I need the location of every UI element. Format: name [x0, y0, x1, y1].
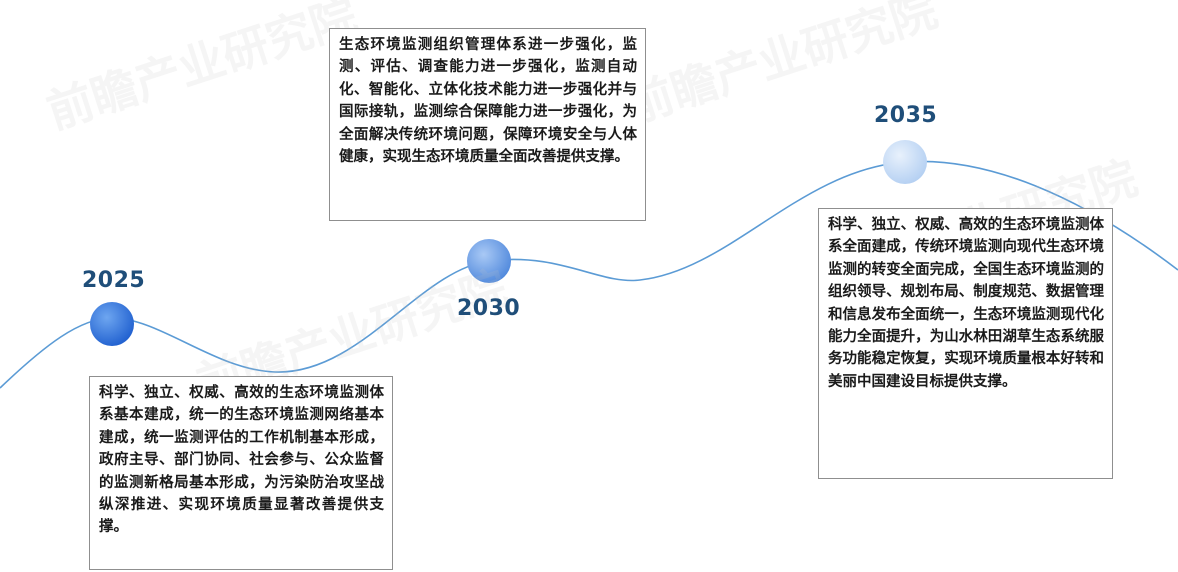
- milestone-description-2025: 科学、独立、权威、高效的生态环境监测体系基本建成，统一的生态环境监测网络基本建成…: [89, 376, 393, 570]
- milestone-dot-2030: [467, 239, 511, 283]
- milestone-description-2030: 生态环境监测组织管理体系进一步强化，监测、评估、调查能力进一步强化，监测自动化、…: [329, 28, 646, 221]
- milestone-dot-2035: [883, 140, 927, 184]
- milestone-dot-2025: [90, 302, 134, 346]
- year-label-2035: 2035: [874, 103, 938, 128]
- milestone-description-2035: 科学、独立、权威、高效的生态环境监测体系全面建成，传统环境监测向现代生态环境监测…: [818, 208, 1113, 479]
- year-label-2030: 2030: [457, 296, 521, 321]
- timeline-curve: [0, 160, 1178, 389]
- year-label-2025: 2025: [82, 268, 146, 293]
